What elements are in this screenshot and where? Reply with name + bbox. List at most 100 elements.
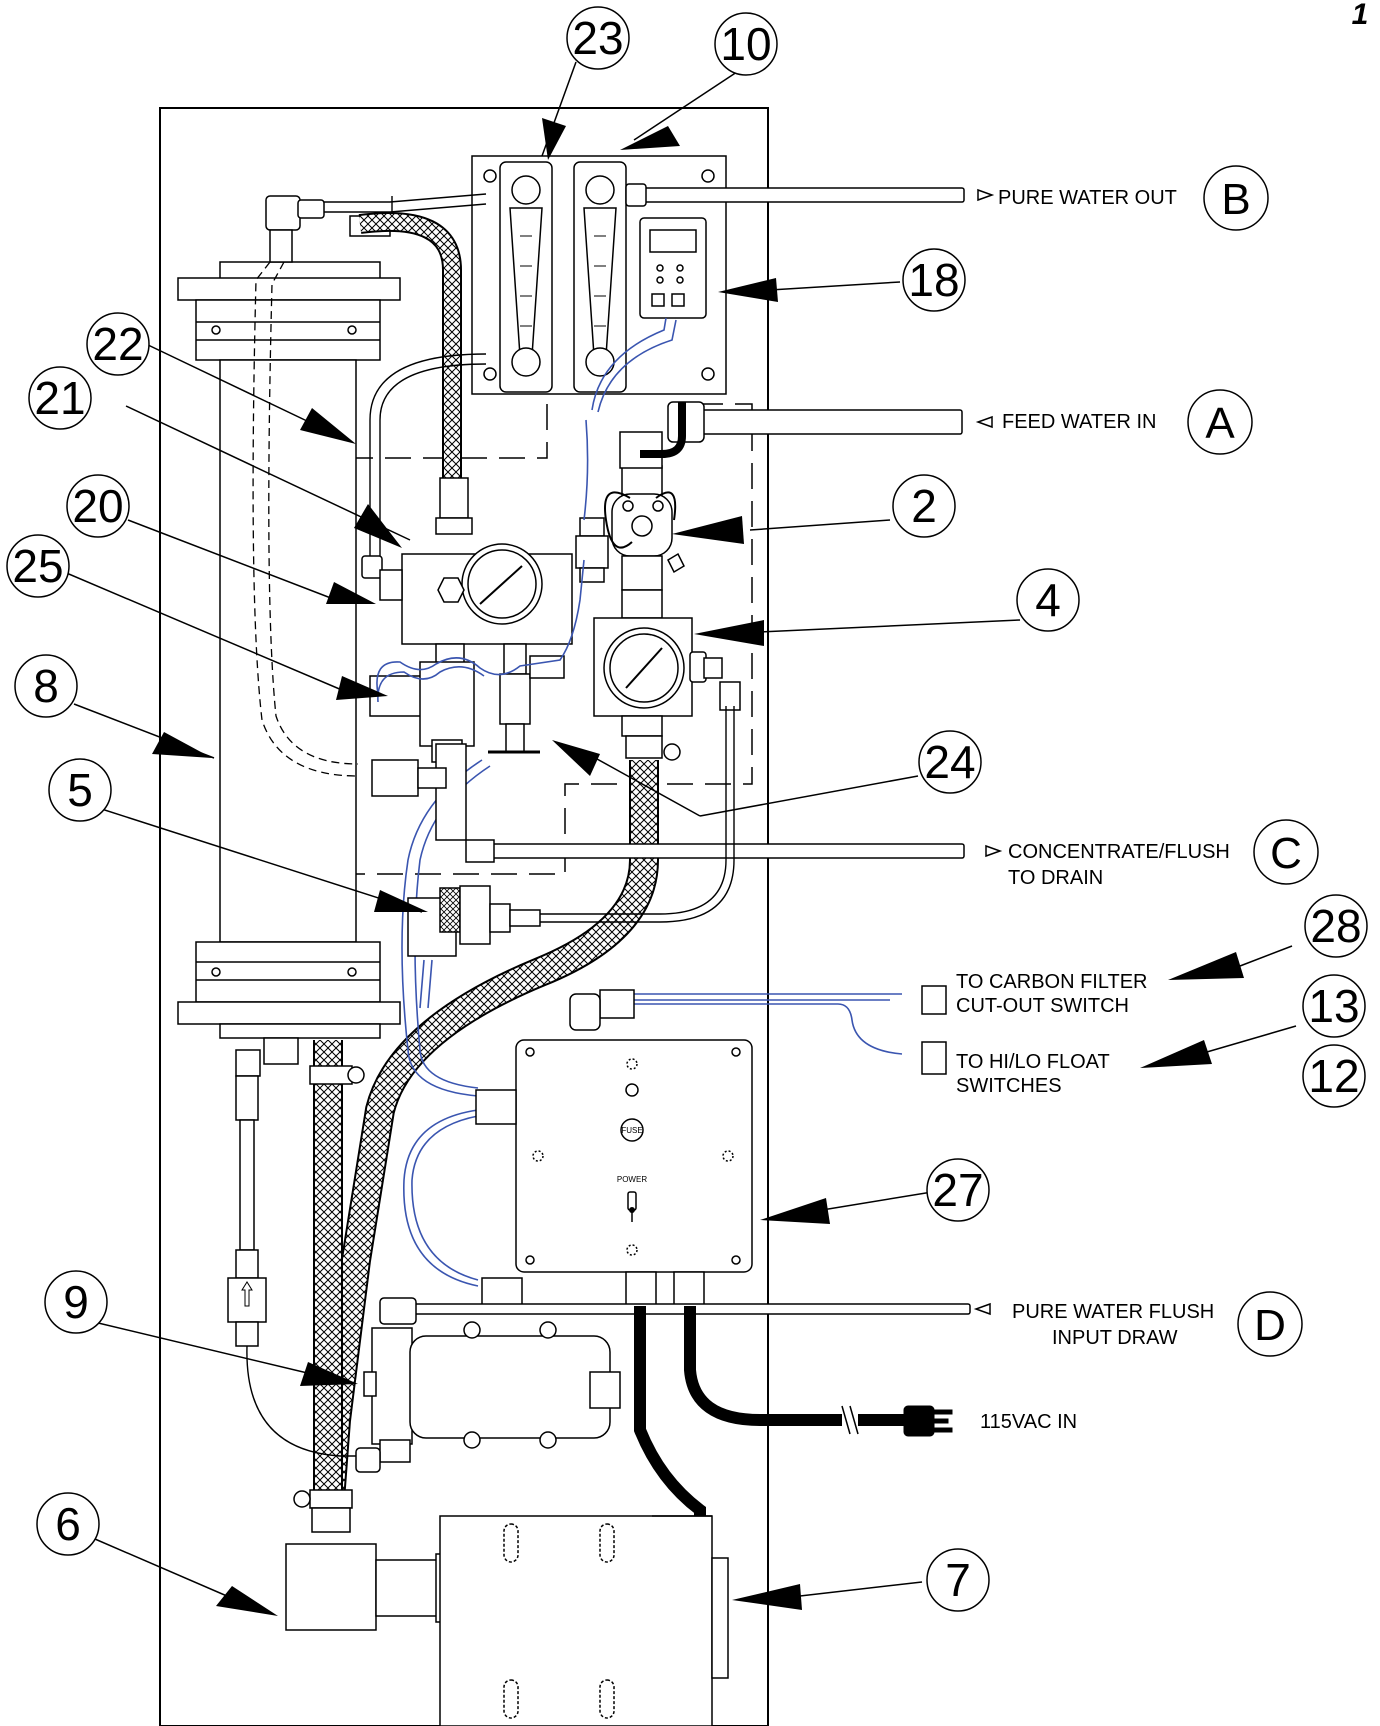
left-elbow-fitting <box>361 555 403 601</box>
svg-text:B: B <box>1221 175 1250 224</box>
callout-13: 13 <box>1302 974 1366 1038</box>
concentrate-drain-line <box>371 743 965 863</box>
callout-12: 12 <box>1302 1044 1366 1108</box>
flow-control-tube <box>540 706 735 923</box>
pure-water-out-label: PURE WATER OUT <box>998 187 1177 209</box>
port-a-marker: A <box>1187 389 1253 455</box>
blue-wire-connector <box>575 517 609 583</box>
flow-control-valve <box>407 885 541 957</box>
feed-water-in-line <box>619 401 963 469</box>
svg-text:21: 21 <box>34 372 85 424</box>
callout-4: 4 <box>1016 568 1080 632</box>
callout-9: 9 <box>44 1270 108 1334</box>
callout-27: 27 <box>926 1158 990 1222</box>
callout-arrowheads <box>152 118 1244 1616</box>
svg-text:10: 10 <box>720 18 771 70</box>
inlet-solenoid-wires <box>604 491 677 549</box>
solenoid-valve <box>369 643 475 763</box>
power-cables <box>634 1306 904 1530</box>
callout-5: 5 <box>48 758 112 822</box>
concentrate-label-line1: CONCENTRATE/FLUSH <box>1008 841 1230 863</box>
callout-25: 25 <box>6 534 70 598</box>
pump-motor <box>285 1515 729 1726</box>
port-d-marker: D <box>1237 1291 1303 1357</box>
pure-water-out-line <box>625 183 965 207</box>
fuse-label: FUSE <box>621 1126 642 1135</box>
feed-water-arrow <box>975 415 993 429</box>
callout-24: 24 <box>918 730 982 794</box>
callout-8: 8 <box>14 654 78 718</box>
svg-text:A: A <box>1205 399 1235 448</box>
power-plug <box>903 1405 953 1437</box>
port-c-marker: C <box>1253 819 1319 885</box>
concentrate-arrow <box>985 844 1003 858</box>
flush-input-label-line1: PURE WATER FLUSH <box>1012 1301 1214 1323</box>
pressure-gauge-block <box>401 477 573 645</box>
callout-7: 7 <box>926 1548 990 1612</box>
check-valve-tube <box>246 1345 360 1457</box>
svg-text:20: 20 <box>72 480 123 532</box>
thin-tube-22 <box>369 353 487 560</box>
pure-water-out-arrow <box>977 188 995 202</box>
concentrate-label-line2: TO DRAIN <box>1008 867 1103 889</box>
flow-restrictor <box>488 643 565 754</box>
svg-text:12: 12 <box>1308 1050 1359 1102</box>
switch-connectors <box>921 985 947 1075</box>
membrane-dashed-tube <box>252 261 359 777</box>
pressure-gauge-4 <box>593 589 741 759</box>
port-b-marker: B <box>1203 165 1269 231</box>
valve-manifold-dashed-outline <box>335 403 753 875</box>
carbon-filter-label-line1: TO CARBON FILTER <box>956 971 1148 993</box>
callout-28: 28 <box>1304 894 1368 958</box>
callout-10: 10 <box>714 12 778 76</box>
svg-text:C: C <box>1270 829 1302 878</box>
hose-clamp-upper <box>309 1065 365 1085</box>
check-valve-arrow-icon <box>241 1281 253 1307</box>
callout-18: 18 <box>902 248 966 312</box>
power-in-label: 115VAC IN <box>980 1411 1077 1433</box>
tds-monitor-controller <box>639 217 707 319</box>
membrane-housing <box>177 261 401 1039</box>
svg-text:2: 2 <box>911 480 937 532</box>
callout-6: 6 <box>36 1492 100 1556</box>
svg-text:18: 18 <box>908 254 959 306</box>
booster-pump <box>355 1321 621 1473</box>
svg-text:4: 4 <box>1035 574 1061 626</box>
hose-clamp-screw <box>663 743 681 761</box>
svg-text:5: 5 <box>67 764 93 816</box>
mounting-panel <box>159 107 769 1726</box>
flowmeter-scale-ticks <box>520 235 606 327</box>
svg-text:25: 25 <box>12 540 63 592</box>
flush-input-arrow <box>973 1302 991 1316</box>
svg-text:27: 27 <box>932 1164 983 1216</box>
power-label: POWER <box>617 1175 647 1184</box>
svg-text:8: 8 <box>33 660 59 712</box>
svg-text:7: 7 <box>945 1554 971 1606</box>
page-number: 1 <box>1352 0 1369 31</box>
hose-clamp-lower <box>293 1489 353 1533</box>
upper-tubing <box>324 193 487 213</box>
membrane-bottom-fittings <box>227 1037 299 1347</box>
carbon-filter-label-line2: CUT-OUT SWITCH <box>956 995 1129 1017</box>
float-switch-label-line1: TO HI/LO FLOAT <box>956 1051 1110 1073</box>
callout-20: 20 <box>66 474 130 538</box>
flush-input-label-line2: INPUT DRAW <box>1052 1327 1178 1349</box>
svg-text:D: D <box>1254 1301 1286 1350</box>
svg-text:24: 24 <box>924 736 975 788</box>
inlet-solenoid-valve <box>611 465 685 591</box>
cable-break-mark <box>841 1405 859 1435</box>
feed-black-hose <box>640 402 686 458</box>
callout-2: 2 <box>892 474 956 538</box>
power-switch <box>629 1207 635 1213</box>
feed-water-in-label: FEED WATER IN <box>1002 411 1156 433</box>
callout-21: 21 <box>28 366 92 430</box>
membrane-top-elbow <box>265 195 391 263</box>
svg-text:22: 22 <box>92 318 143 370</box>
svg-text:6: 6 <box>55 1498 81 1550</box>
svg-text:28: 28 <box>1310 900 1361 952</box>
float-switch-label-line2: SWITCHES <box>956 1075 1062 1097</box>
svg-text:13: 13 <box>1308 980 1359 1032</box>
svg-text:23: 23 <box>572 12 623 64</box>
svg-text:9: 9 <box>63 1276 89 1328</box>
